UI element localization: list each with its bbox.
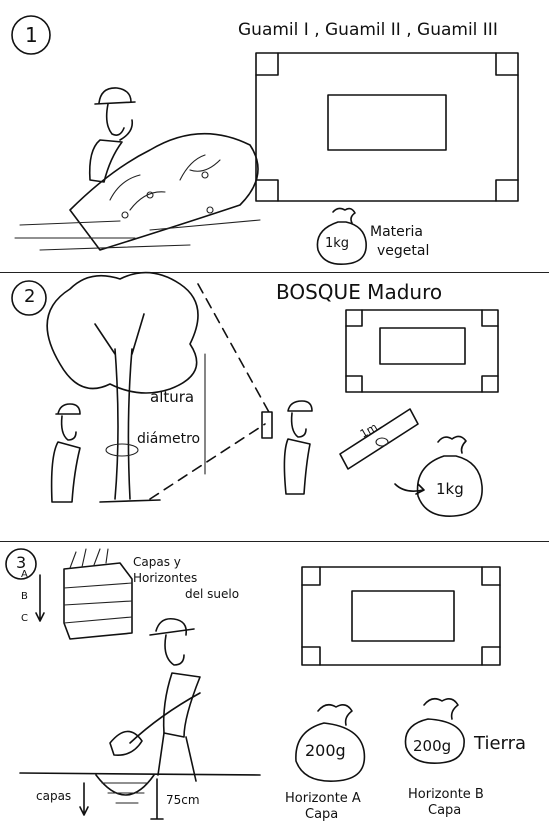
pit-label: capas (36, 789, 71, 803)
plot-diagram (346, 310, 498, 392)
panel-number: 2 (24, 286, 35, 307)
diameter-label: diámetro (137, 431, 200, 447)
panel-title: BOSQUE Maduro (276, 280, 442, 304)
panel-number: 1 (25, 23, 38, 47)
bag-a-caption-line-1: Horizonte A (285, 791, 361, 806)
bag-a-label: 200g (305, 741, 346, 760)
divider-1 (0, 272, 549, 273)
person-collecting-plants (15, 88, 260, 250)
layers-title-line-2: Horizontes (133, 571, 197, 585)
bag-b-caption-line-1: Horizonte B (408, 787, 484, 802)
soil-block (36, 549, 132, 639)
bag-a-caption-line-2: Capa (305, 807, 338, 822)
person-digging (110, 619, 200, 781)
panel-3-drawing (0, 543, 549, 824)
bag-label: 1kg (436, 480, 464, 498)
horizon-letter-c: C (21, 613, 28, 624)
layers-title-line-1: Capas y (133, 555, 181, 569)
panel-2-drawing (0, 274, 549, 540)
bag-label: 1kg (325, 236, 349, 251)
panel-2: 2 BOSQUE Maduro altura diámetro 1m 1kg (0, 274, 549, 540)
bag-b-caption-line-2: Capa (428, 803, 461, 818)
plot-diagram (256, 53, 518, 201)
bag-b-side-label: Tierra (474, 733, 526, 754)
plot-diagram (302, 567, 500, 665)
bag-b-label: 200g (413, 737, 451, 755)
person-measuring-height (262, 401, 312, 494)
horizon-letter-a: A (21, 569, 28, 580)
caption-line-2: vegetal (377, 243, 429, 259)
bag-icon (418, 436, 483, 516)
panel-1: 1 Guamil I , Guamil II , Guamil III 1kg … (0, 0, 549, 272)
panel-title: Guamil I , Guamil II , Guamil III (238, 20, 498, 40)
depth-label: 75cm (166, 793, 200, 807)
horizon-letter-b: B (21, 591, 28, 602)
caption-line-1: Materia (370, 224, 423, 240)
person-measuring-diameter (52, 404, 80, 502)
layers-title-line-3: del suelo (185, 587, 239, 601)
panel-1-drawing (0, 0, 549, 272)
panel-3: 3 Capas y Horizontes del suelo A B C cap… (0, 543, 549, 824)
sample-board (340, 409, 424, 494)
height-label: altura (150, 388, 194, 406)
divider-2 (0, 541, 549, 542)
